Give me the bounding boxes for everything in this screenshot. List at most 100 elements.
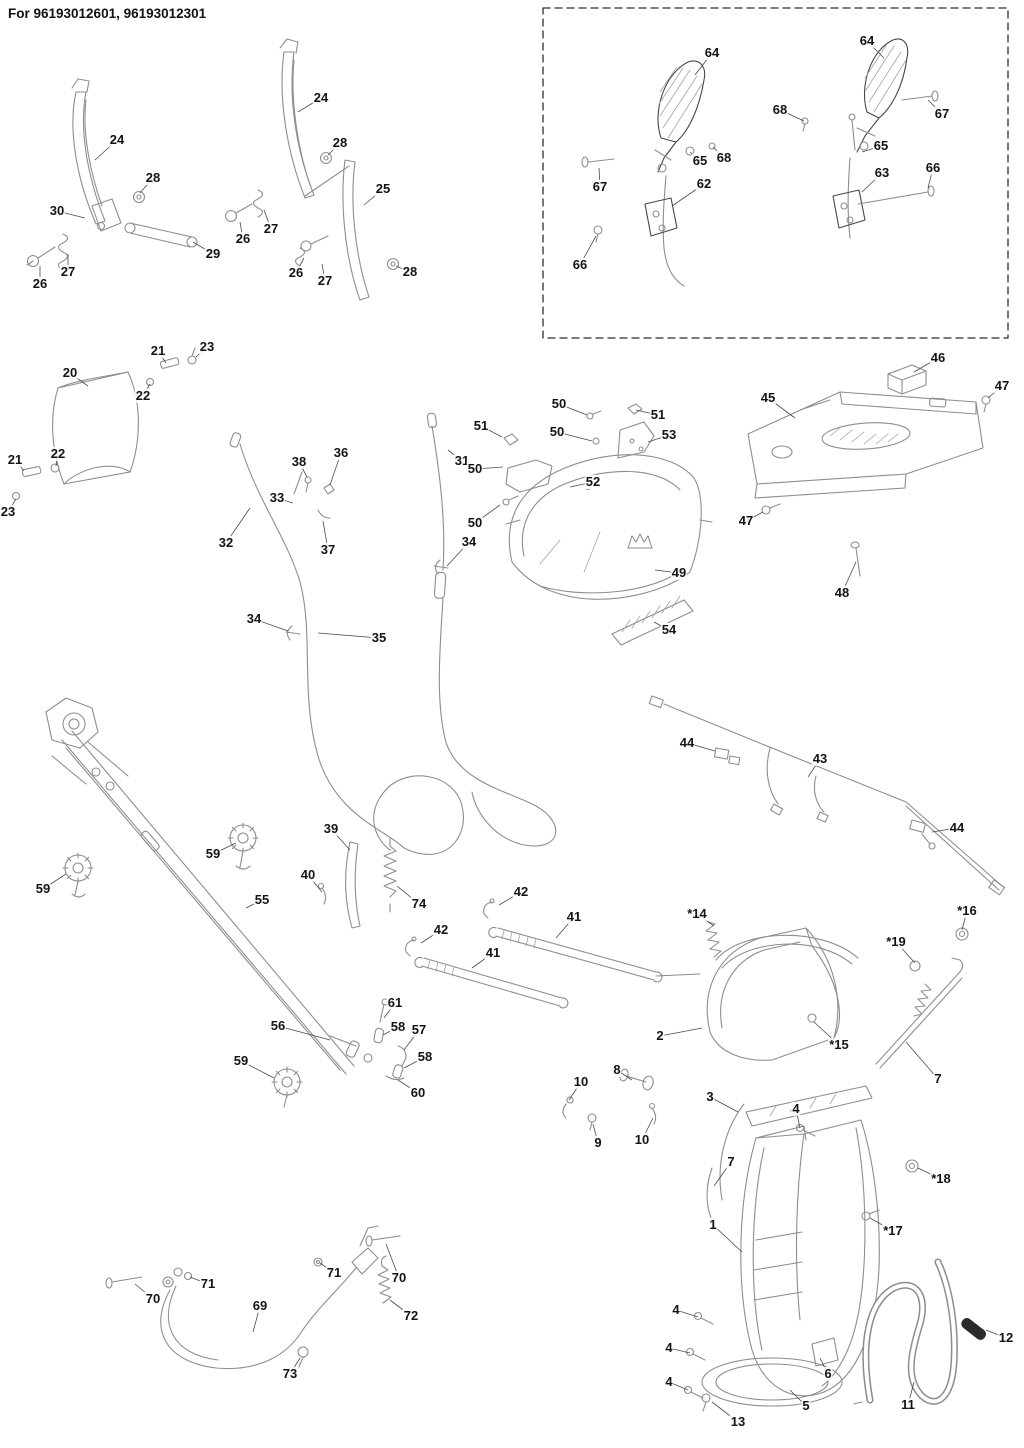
part-callout-14: *14 (686, 905, 708, 922)
part-callout-50: 50 (466, 514, 484, 531)
part-callout-11: 11 (900, 1396, 916, 1413)
part-callout-33: 33 (268, 489, 286, 506)
part-callout-71: 71 (325, 1264, 343, 1281)
part-callout-18: *18 (930, 1170, 952, 1187)
chute-base (683, 1159, 919, 1412)
part-callout-12: 12 (997, 1329, 1015, 1346)
part-callout-73: 73 (281, 1365, 299, 1382)
part-callout-66: 66 (924, 159, 942, 176)
part-callout-55: 55 (253, 891, 271, 908)
part-callout-34: 34 (460, 533, 478, 550)
part-callout-40: 40 (299, 866, 317, 883)
part-callout-50: 50 (466, 460, 484, 477)
part-callout-27: 27 (316, 272, 334, 289)
part-callout-31: 31 (453, 452, 471, 469)
part-callout-28: 28 (331, 134, 349, 151)
part-callout-24: 24 (108, 131, 126, 148)
part-callout-71: 71 (199, 1275, 217, 1292)
part-callout-27: 27 (59, 263, 77, 280)
part-callout-44: 44 (948, 819, 966, 836)
part-callout-64: 64 (858, 32, 876, 49)
control-cables (229, 412, 557, 929)
part-callout-26: 26 (31, 275, 49, 292)
part-callout-65: 65 (872, 137, 890, 154)
part-callout-59: 59 (204, 845, 222, 862)
part-callout-70: 70 (390, 1269, 408, 1286)
part-callout-50: 50 (550, 395, 568, 412)
part-callout-70: 70 (144, 1290, 162, 1307)
part-callout-22: 22 (134, 387, 152, 404)
crank-handle (853, 1258, 987, 1405)
part-callout-36: 36 (332, 444, 350, 461)
part-callout-74: 74 (410, 895, 428, 912)
part-callout-60: 60 (409, 1084, 427, 1101)
part-callout-45: 45 (759, 389, 777, 406)
part-callout-69: 69 (251, 1297, 269, 1314)
part-callout-22: 22 (49, 445, 67, 462)
part-callout-67: 67 (591, 178, 609, 195)
part-callout-4: 4 (791, 1100, 801, 1117)
part-callout-23: 23 (198, 338, 216, 355)
console-panel (747, 364, 991, 577)
part-callout-5: 5 (801, 1397, 811, 1414)
part-callout-20: 20 (61, 364, 79, 381)
part-callout-39: 39 (322, 820, 340, 837)
part-callout-54: 54 (660, 621, 678, 638)
part-callout-37: 37 (319, 541, 337, 558)
part-callout-51: 51 (472, 417, 490, 434)
part-callout-4: 4 (671, 1301, 681, 1318)
part-callout-4: 4 (664, 1373, 674, 1390)
chute-mount (706, 927, 969, 1069)
part-callout-44: 44 (678, 734, 696, 751)
part-callout-21: 21 (149, 342, 167, 359)
part-callout-25: 25 (374, 180, 392, 197)
part-callout-65: 65 (691, 152, 709, 169)
inset-lever-group (542, 7, 1009, 339)
handle-lever-assembly-b (224, 38, 400, 301)
part-callout-34: 34 (245, 610, 263, 627)
part-callout-7: 7 (933, 1070, 943, 1087)
part-callout-62: 62 (695, 175, 713, 192)
part-callout-26: 26 (287, 264, 305, 281)
part-callout-28: 28 (144, 169, 162, 186)
part-callout-42: 42 (432, 921, 450, 938)
part-callout-21: 21 (6, 451, 24, 468)
part-callout-53: 53 (660, 426, 678, 443)
part-callout-7: 7 (726, 1153, 736, 1170)
part-callout-61: 61 (386, 994, 404, 1011)
part-callout-10: 10 (572, 1073, 590, 1090)
wiring-harness (648, 695, 1006, 896)
part-callout-19: *19 (885, 933, 907, 950)
ground-cable (105, 1225, 401, 1370)
part-callout-41: 41 (565, 908, 583, 925)
part-callout-24: 24 (312, 89, 330, 106)
lower-handle-shaft (45, 697, 407, 1108)
part-callout-16: *16 (956, 902, 978, 919)
part-callout-3: 3 (705, 1088, 715, 1105)
tie-rods (405, 898, 722, 1009)
part-callout-67: 67 (933, 105, 951, 122)
part-callout-68: 68 (771, 101, 789, 118)
discharge-chute (740, 1119, 880, 1397)
part-callout-59: 59 (232, 1052, 250, 1069)
part-callout-8: 8 (612, 1061, 622, 1078)
part-callout-59: 59 (34, 880, 52, 897)
part-callout-41: 41 (484, 944, 502, 961)
part-callout-52: 52 (584, 473, 602, 490)
part-callout-29: 29 (204, 245, 222, 262)
part-callout-15: *15 (828, 1036, 850, 1053)
part-callout-35: 35 (370, 629, 388, 646)
part-callout-66: 66 (571, 256, 589, 273)
part-callout-30: 30 (48, 202, 66, 219)
part-callout-63: 63 (873, 164, 891, 181)
part-callout-4: 4 (664, 1339, 674, 1356)
page-title: For 96193012601, 96193012301 (8, 6, 207, 21)
part-callout-32: 32 (217, 534, 235, 551)
handle-lever-assembly-a (26, 78, 198, 271)
front-bumper (502, 403, 713, 646)
part-callout-68: 68 (715, 149, 733, 166)
part-callout-9: 9 (593, 1134, 603, 1151)
part-callout-49: 49 (670, 564, 688, 581)
